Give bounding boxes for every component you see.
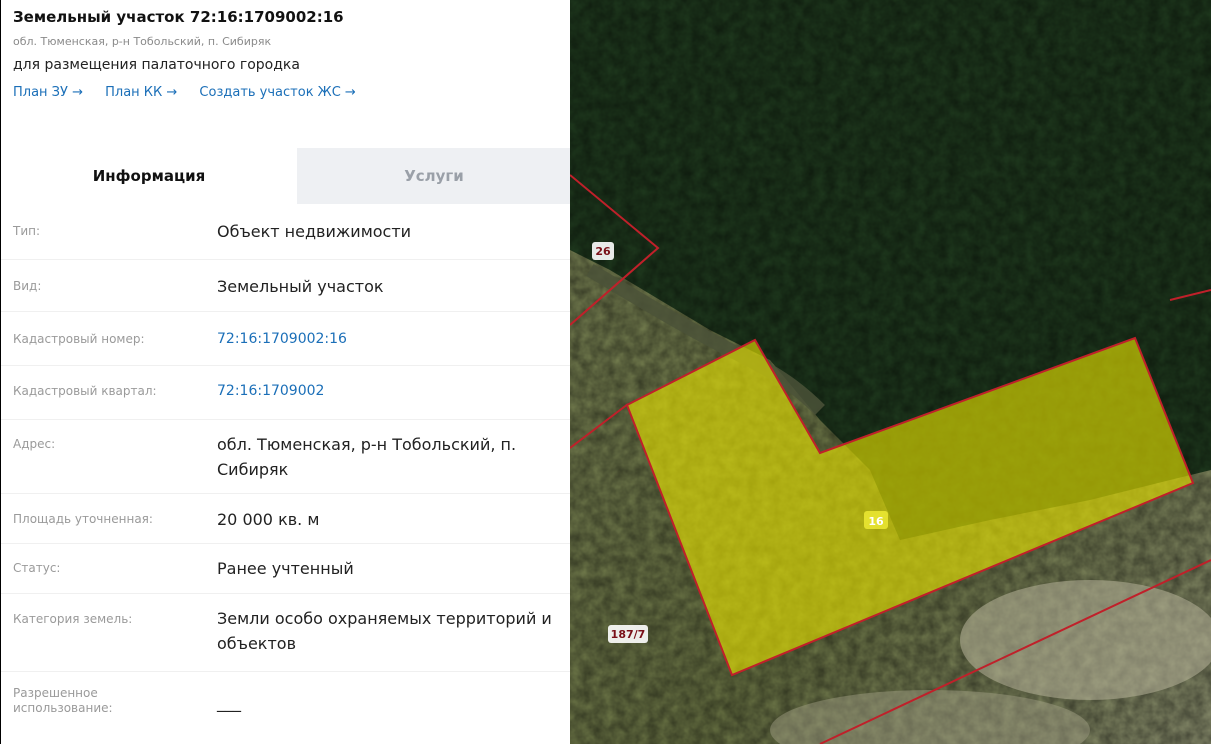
field-label: Вид: — [13, 279, 42, 293]
tab-bar: Информация Услуги — [1, 148, 570, 204]
field-label: Площадь уточненная: — [13, 512, 153, 526]
parcel-boundary — [570, 174, 660, 326]
info-table: Тип: Объект недвижимости Вид: Земельный … — [1, 204, 570, 744]
table-row: Статус: Ранее учтенный — [1, 544, 570, 594]
svg-text:16: 16 — [868, 515, 884, 528]
panel-header: Земельный участок 72:16:1709002:16 обл. … — [1, 0, 570, 110]
field-value: обл. Тюменская, р-н Тобольский, п. Сибир… — [217, 435, 517, 479]
field-label: Категория земель: — [13, 612, 133, 626]
info-panel: Земельный участок 72:16:1709002:16 обл. … — [0, 0, 570, 744]
field-value: Земли особо охраняемых территорий и объе… — [217, 609, 552, 653]
bare-ground — [960, 580, 1211, 700]
satellite-map[interactable]: 26 16 187/7 — [570, 0, 1211, 744]
parcel-boundary — [819, 559, 1211, 744]
field-value: 20 000 кв. м — [217, 510, 320, 529]
parcel-label-16[interactable]: 16 — [864, 511, 888, 529]
map-canvas[interactable]: 26 16 187/7 — [570, 0, 1211, 744]
table-row: Кадастровый номер: 72:16:1709002:16 — [1, 312, 570, 366]
parcel-label-26[interactable]: 26 — [592, 242, 614, 260]
cadastral-block-link[interactable]: 72:16:1709002 — [217, 383, 325, 399]
field-value: Объект недвижимости — [217, 222, 412, 241]
table-row: Адрес: обл. Тюменская, р-н Тобольский, п… — [1, 420, 570, 494]
header-purpose: для размещения палаточного городка — [13, 57, 300, 73]
field-label: Разрешенное использование: — [13, 686, 113, 715]
field-value: Ранее учтенный — [217, 559, 354, 578]
page-title: Земельный участок 72:16:1709002:16 — [13, 8, 344, 26]
tab-info[interactable]: Информация — [1, 148, 297, 204]
cadastral-number-link[interactable]: 72:16:1709002:16 — [217, 331, 347, 347]
table-row: Площадь уточненная: 20 000 кв. м — [1, 494, 570, 544]
parcel-boundary — [1169, 289, 1211, 301]
plan-kk-link[interactable]: План КК → — [105, 85, 178, 100]
field-label: Тип: — [13, 224, 41, 238]
field-value: ___ — [217, 693, 241, 712]
table-row: Категория земель: Земли особо охраняемых… — [1, 594, 570, 672]
field-label: Кадастровый номер: — [13, 332, 145, 346]
parcel-label-187-7[interactable]: 187/7 — [608, 625, 648, 643]
parcel-boundary — [570, 403, 629, 449]
table-row: Кадастровый квартал: 72:16:1709002 — [1, 366, 570, 420]
header-address: обл. Тюменская, р-н Тобольский, п. Сибир… — [13, 35, 272, 48]
plan-zu-link[interactable]: План ЗУ → — [13, 85, 83, 100]
table-row: Разрешенное использование: ___ — [1, 672, 570, 744]
field-label: Кадастровый квартал: — [13, 384, 157, 398]
selected-parcel[interactable] — [625, 336, 1195, 677]
header-links: План ЗУ → План КК → Создать участок ЖС → — [13, 80, 558, 110]
field-label: Статус: — [13, 561, 61, 575]
svg-text:187/7: 187/7 — [611, 628, 646, 641]
table-row: Вид: Земельный участок — [1, 260, 570, 312]
tab-services[interactable]: Услуги — [297, 148, 570, 204]
dirt-road — [586, 263, 825, 415]
create-parcel-link[interactable]: Создать участок ЖС → — [199, 85, 356, 100]
table-row: Тип: Объект недвижимости — [1, 204, 570, 260]
field-value: Земельный участок — [217, 277, 384, 296]
svg-text:26: 26 — [595, 245, 611, 258]
field-label: Адрес: — [13, 437, 56, 451]
